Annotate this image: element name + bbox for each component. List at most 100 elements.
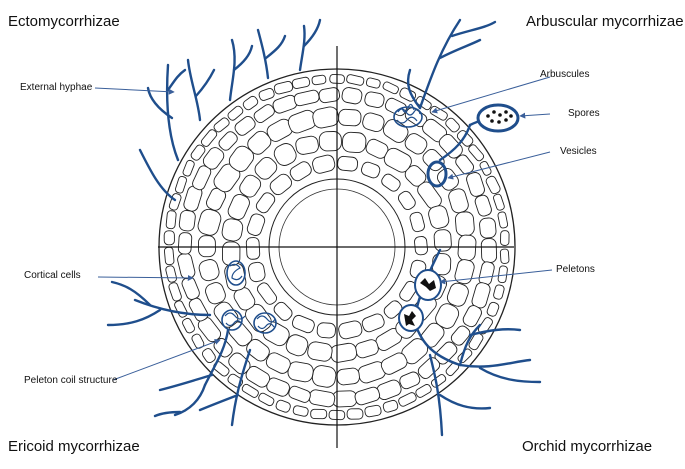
cortical-cell bbox=[364, 91, 385, 108]
cortical-cell bbox=[346, 408, 364, 420]
cortical-cell bbox=[273, 143, 297, 166]
cortical-cell bbox=[382, 399, 399, 413]
cortical-cell bbox=[480, 238, 498, 263]
cortical-cell bbox=[292, 405, 309, 417]
cortical-cell bbox=[365, 77, 381, 89]
cortical-cell bbox=[428, 205, 450, 229]
cortical-cell bbox=[174, 175, 187, 194]
cortical-cell bbox=[182, 159, 195, 177]
cortical-cell bbox=[245, 237, 261, 260]
cortical-cell bbox=[247, 130, 272, 155]
cortical-cell bbox=[336, 367, 360, 386]
cortical-cell bbox=[338, 108, 362, 127]
cortical-cell bbox=[399, 371, 421, 390]
external-hyphae bbox=[138, 18, 322, 202]
cortical-cell bbox=[479, 217, 497, 239]
cortical-cell bbox=[256, 282, 278, 305]
cortical-cell bbox=[239, 174, 262, 198]
cortical-cell bbox=[241, 383, 259, 398]
cortical-cell bbox=[273, 301, 293, 321]
cortical-cell bbox=[255, 192, 276, 214]
cortical-cell bbox=[380, 352, 408, 375]
cortical-cell bbox=[337, 155, 359, 172]
cortical-cell bbox=[295, 135, 319, 155]
label-vesicles: Vesicles bbox=[560, 146, 597, 157]
cortical-cell bbox=[383, 147, 412, 173]
cortical-cell bbox=[168, 282, 182, 302]
cortical-cell bbox=[285, 334, 309, 357]
cortical-cell bbox=[312, 106, 340, 129]
cortical-cell bbox=[289, 161, 312, 182]
cortical-cell bbox=[291, 314, 315, 334]
cortical-cell bbox=[228, 145, 255, 172]
cortical-cell bbox=[485, 175, 501, 195]
cortical-cell bbox=[457, 234, 477, 261]
cortical-cell bbox=[258, 392, 275, 407]
cortical-cell bbox=[253, 104, 275, 124]
cortical-cell bbox=[332, 390, 358, 408]
cortical-cell bbox=[354, 386, 381, 406]
cortical-cell bbox=[242, 95, 259, 111]
cortical-cell bbox=[398, 392, 417, 407]
vesicle bbox=[426, 160, 448, 188]
cortical-cell bbox=[200, 129, 218, 147]
cortical-cell bbox=[468, 332, 484, 351]
cortical-cell bbox=[275, 399, 291, 413]
cortical-cell bbox=[288, 385, 311, 403]
cortical-cell bbox=[404, 133, 428, 155]
cortical-cell bbox=[497, 265, 508, 284]
cortical-cell bbox=[362, 112, 385, 133]
cortical-cell bbox=[178, 209, 196, 232]
cortical-cell bbox=[258, 87, 275, 101]
cortical-cell bbox=[202, 147, 225, 170]
cortical-cell bbox=[433, 229, 452, 252]
cortical-cell bbox=[422, 148, 445, 172]
title-orchid: Orchid mycorrhizae bbox=[522, 438, 653, 455]
cortical-cell bbox=[361, 313, 385, 333]
label-arbuscules: Arbuscules bbox=[540, 69, 590, 80]
cortical-cell bbox=[312, 154, 336, 174]
title-arbuscular: Arbuscular mycorrhizae bbox=[526, 13, 684, 30]
cortical-cell bbox=[201, 348, 216, 364]
cortical-cell bbox=[445, 117, 460, 133]
label-spores: Spores bbox=[568, 108, 600, 119]
cortical-cell-layer bbox=[163, 73, 510, 421]
label-external-hyphae: External hyphae bbox=[20, 82, 93, 93]
cortical-cell bbox=[500, 230, 510, 246]
cortical-cell bbox=[381, 173, 401, 192]
cortical-cell bbox=[383, 300, 403, 319]
cortical-cell bbox=[462, 305, 482, 328]
cortical-cell bbox=[382, 81, 399, 95]
cortical-cell bbox=[454, 259, 475, 285]
cortical-cell bbox=[165, 210, 177, 230]
cortical-cell bbox=[474, 194, 492, 217]
ericoid-hyphae bbox=[106, 280, 252, 427]
cortical-cell bbox=[198, 259, 220, 282]
cortical-cell bbox=[177, 232, 193, 255]
cortical-cell bbox=[493, 193, 505, 211]
cortical-cell bbox=[265, 352, 291, 374]
title-ectomycorrhizae: Ectomycorrhizae bbox=[8, 13, 120, 30]
cortical-cell bbox=[468, 144, 485, 162]
cortical-cell bbox=[205, 282, 226, 305]
cortical-cell bbox=[446, 282, 469, 307]
cortical-cell bbox=[346, 74, 365, 86]
cortical-cell bbox=[409, 211, 425, 233]
cortical-cell bbox=[269, 173, 293, 196]
cortical-cell bbox=[311, 74, 327, 86]
cortical-cell bbox=[246, 213, 266, 236]
cortical-cell bbox=[227, 194, 250, 220]
cortical-cell bbox=[307, 341, 333, 362]
cortical-cell bbox=[450, 325, 471, 346]
cortical-cell bbox=[163, 230, 175, 246]
cortical-cell bbox=[213, 117, 230, 133]
arbuscule bbox=[393, 103, 423, 128]
title-ericoid: Ericoid mycorrhizae bbox=[8, 438, 140, 455]
cortical-cell bbox=[364, 404, 382, 418]
cortical-cell bbox=[454, 211, 475, 237]
cortical-cell bbox=[493, 284, 505, 300]
cortical-cell bbox=[414, 236, 428, 256]
cortical-cell bbox=[499, 248, 510, 264]
cortical-cell bbox=[497, 211, 509, 229]
